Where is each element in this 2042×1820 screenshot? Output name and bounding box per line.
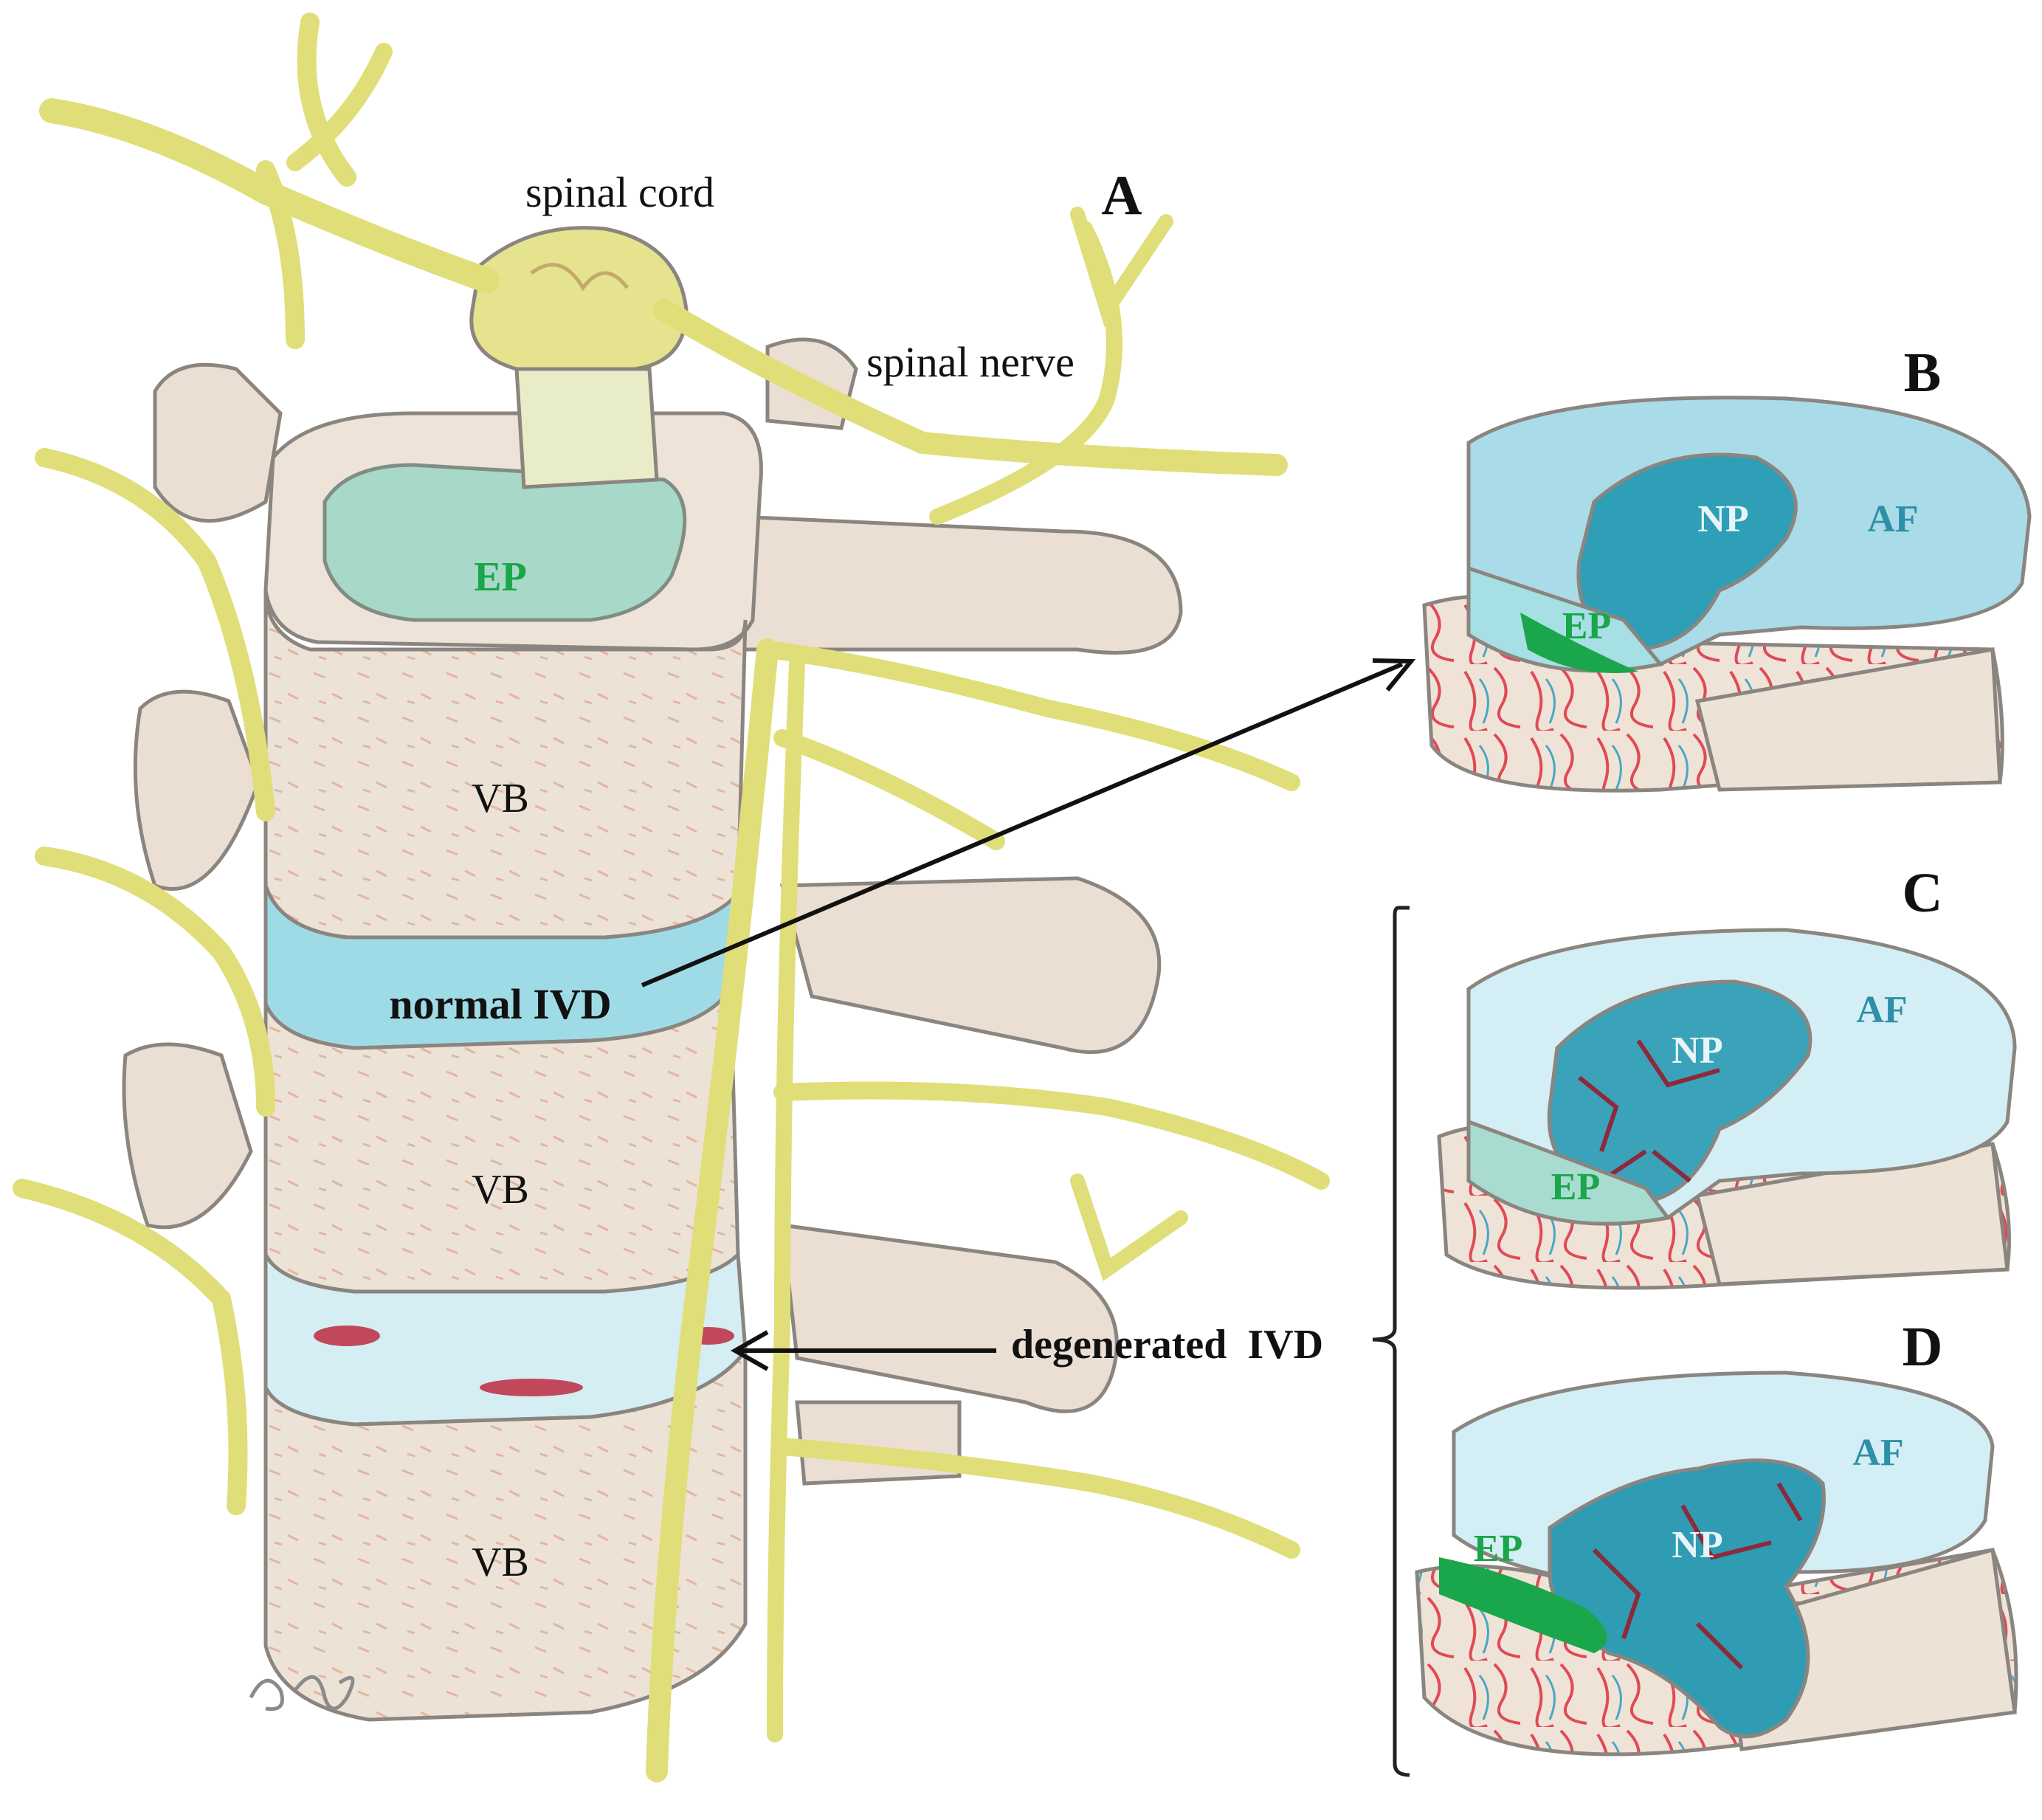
vb-label-2: VB xyxy=(472,1167,529,1213)
panel-d-nucleus xyxy=(1548,1458,1826,1739)
panel-d-fissures xyxy=(1592,1482,1803,1670)
panel-b-endplate-green xyxy=(1520,613,1638,673)
labels: spinal cord spinal nerve EP VB normal IV… xyxy=(389,165,1942,1585)
degenerated-ivd-label: degenerated IVD xyxy=(1011,1322,1323,1368)
vertebral-body-3 xyxy=(263,1345,748,1722)
arrow-normal-ivd xyxy=(641,662,1404,987)
panel-label-c: C xyxy=(1903,862,1943,924)
panel-c-np-label: NP xyxy=(1672,1030,1722,1072)
nerves xyxy=(13,13,1330,1782)
panel-d-ep-label: EP xyxy=(1474,1528,1522,1570)
panel-c-ep-label: EP xyxy=(1551,1166,1600,1208)
panel-c-endplate xyxy=(1466,1119,1672,1226)
bracket xyxy=(1372,906,1410,1777)
panel-d-af-label: AF xyxy=(1852,1432,1903,1474)
panel-b-np-label: NP xyxy=(1697,498,1748,540)
panel-b-normal-disc xyxy=(1422,396,2032,793)
normal-ivd-label: normal IVD xyxy=(389,980,611,1028)
panel-label-a: A xyxy=(1102,165,1142,227)
panel-c-af-label: AF xyxy=(1856,989,1907,1031)
panel-d-degenerated-disc xyxy=(1415,1371,2018,1757)
spinal-cord-shape xyxy=(469,226,689,489)
arrows xyxy=(641,658,1416,1371)
panel-b-ep-label: EP xyxy=(1562,605,1611,647)
panel-d-endplate-green xyxy=(1439,1557,1607,1653)
ep-label-a: EP xyxy=(474,554,527,600)
spinal-cord-label: spinal cord xyxy=(525,168,714,216)
panel-b-bone-side xyxy=(1694,647,2002,792)
panel-label-b: B xyxy=(1904,342,1942,404)
end-plate-shape xyxy=(322,463,687,622)
vb-label-1: VB xyxy=(472,776,529,821)
panel-label-d: D xyxy=(1903,1316,1943,1378)
panel-b-af-label: AF xyxy=(1867,498,1918,540)
panel-c-degenerated-disc xyxy=(1437,928,2017,1290)
panel-d-np-label: NP xyxy=(1672,1524,1722,1566)
vertebral-column xyxy=(263,411,763,1722)
artist-signature xyxy=(249,1675,355,1712)
spinal-nerve-label: spinal nerve xyxy=(866,338,1075,386)
panel-b-endplate xyxy=(1466,565,1664,673)
panel-c-fissures xyxy=(1578,1039,1720,1183)
vertebral-processes xyxy=(122,337,1183,1486)
vb-label-3: VB xyxy=(472,1540,529,1585)
spine-illustration xyxy=(13,13,1330,1782)
